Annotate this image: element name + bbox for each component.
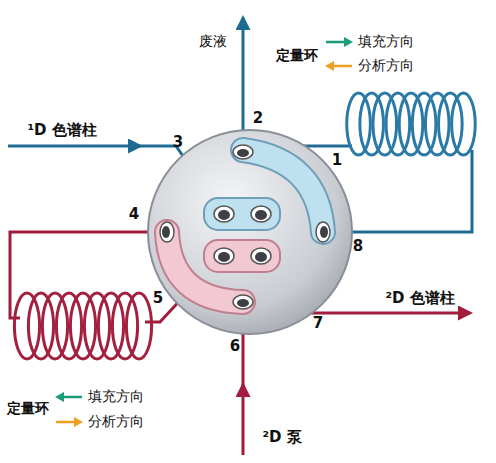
legend-text: 分析方向 bbox=[358, 57, 414, 75]
legend-item: 填充方向 bbox=[324, 33, 414, 51]
legend-text: 填充方向 bbox=[358, 33, 414, 51]
outlet-label: ²D 色谱柱 bbox=[385, 290, 454, 307]
legend-item: 分析方向 bbox=[324, 57, 414, 75]
loop-label: 定量环 bbox=[7, 401, 49, 416]
outlet-label: 废液 bbox=[199, 34, 227, 49]
port-number: 2 bbox=[253, 110, 263, 127]
inlet-label: ²D 泵 bbox=[262, 429, 301, 446]
legend-text: 分析方向 bbox=[88, 413, 144, 431]
direction-arrow bbox=[324, 36, 354, 48]
inlet-label: ¹D 色谱柱 bbox=[27, 122, 96, 139]
direction-arrow bbox=[54, 416, 84, 428]
legend-item: 填充方向 bbox=[54, 388, 144, 406]
direction-arrow bbox=[324, 60, 354, 72]
legend-text: 填充方向 bbox=[88, 388, 144, 406]
port-number: 1 bbox=[332, 152, 342, 169]
port-number: 8 bbox=[353, 238, 363, 255]
direction-arrow bbox=[54, 391, 84, 403]
port-number: 7 bbox=[313, 315, 323, 332]
port-number: 6 bbox=[230, 338, 240, 355]
port-number: 5 bbox=[153, 290, 163, 307]
port-number: 3 bbox=[173, 134, 183, 151]
loop-label: 定量环 bbox=[276, 48, 318, 63]
port-number: 4 bbox=[129, 206, 139, 223]
legend-item: 分析方向 bbox=[54, 413, 144, 431]
